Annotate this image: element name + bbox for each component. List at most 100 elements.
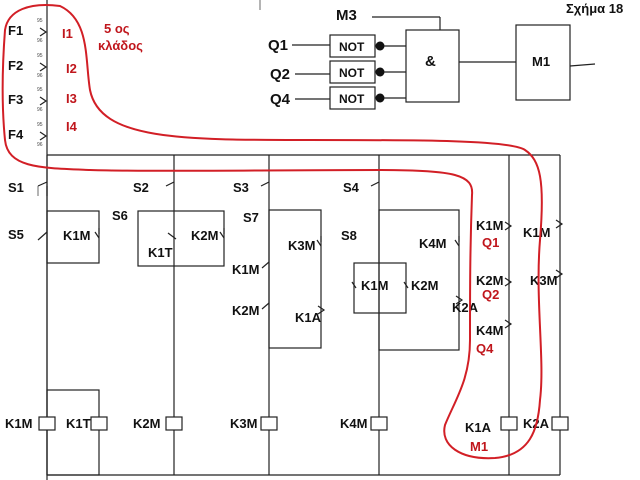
svg-text:96: 96 [37,142,43,148]
logic-top-label: M3 [336,7,357,24]
logic-input-q1: Q1 [268,37,288,54]
svg-text:95: 95 [37,18,43,24]
stop-button-label-s6: S6 [112,208,128,223]
nc-contact-f1 [39,27,48,37]
coil-k1m [38,416,56,431]
not-gate-1 [329,34,376,58]
start-button-s1 [37,181,48,196]
nc-contact-k1m-b5 [504,221,513,231]
coil-label-k4m: K4M [340,416,367,431]
fuse-label-f2: F2 [8,58,23,73]
start-button-label-s2: S2 [133,180,149,195]
nc-contact-k1m-b6 [555,219,564,229]
branch-5: K1M Q1 K2M Q2 K4M Q4 K1A M1 [465,155,518,475]
branch-2: S2 S6 K1T K2M K2M [112,155,225,475]
nc-contact-k4m-b5 [504,319,513,329]
nc-contact-f2 [39,62,48,72]
branch-6: K1M K3M K2A [523,155,569,475]
contact-label-k1m-b6: K1M [523,225,550,240]
nc-contact-f3 [39,96,48,106]
logic-section: M3 Σχήμα 18 Q1 Q2 Q4 NOT NOT NOT & M1 [268,1,623,110]
start-button-label-s4: S4 [343,180,360,195]
fuse-label-f4: F4 [8,127,24,142]
aux-contact-k4m [454,236,460,247]
stop-button-label-s8: S8 [341,228,357,243]
interlock-contact-k2m-b3 [261,302,270,310]
red-label-q4: Q4 [476,341,494,356]
interlock-contact-k1m-b4 [351,281,357,289]
coil-k2m [165,416,183,431]
start-button-s2 [165,181,175,187]
nc-contact-f4 [39,131,48,141]
stop-button-label-s7: S7 [243,210,259,225]
start-button-label-s3: S3 [233,180,249,195]
not-gate-2 [329,60,376,84]
output-m1-box [515,24,571,101]
coil-k1t [90,416,108,431]
and-gate [405,29,460,103]
logic-input-q4: Q4 [270,91,291,108]
nc-contact-k3m-b6 [555,269,564,279]
contact-label-k3m-b6: K3M [530,273,557,288]
svg-text:96: 96 [37,38,43,44]
coil-k1a [500,416,518,431]
coil-parallel-loop-1 [46,389,100,476]
self-hold-loop-3 [268,209,322,349]
branch-1: S1 S5 K1M K1M K1T [5,155,108,476]
aux-contact-k1m [94,228,100,239]
fuse-red-label-i1: I1 [62,26,73,41]
coil-label-k2m: K2M [133,416,160,431]
interlock-label-k2m-b3: K2M [232,303,259,318]
interlock-label-k1a: K1A [295,310,322,325]
self-hold-loop-4 [378,209,460,351]
contact-label-k2m-b5: K2M [476,273,503,288]
start-button-s3 [260,181,270,187]
not-bubble-1 [375,41,385,51]
not-gate-3 [329,86,376,110]
interlock-contact-k2m-b4 [403,281,409,289]
interlock-loop-4 [353,262,407,314]
stop-button-label-s5: S5 [8,227,24,242]
interlock-contact-k2a [455,295,464,305]
fuse-label-f3: F3 [8,92,23,107]
svg-text:96: 96 [37,73,43,79]
svg-text:95: 95 [37,122,43,128]
svg-text:95: 95 [37,87,43,93]
not-gate-2-label: NOT [339,66,365,80]
fuse-red-label-i4: I4 [66,119,78,134]
coil-label-k1m: K1M [5,416,32,431]
interlock-label-k1m-b4: K1M [361,278,388,293]
coil-k2a [551,416,569,431]
contact-label-k4m-b5: K4M [476,323,503,338]
aux-contact-label-k2m: K2M [191,228,218,243]
branch-3: S3 S7 K3M K1M K2M K1A K3M [230,155,326,475]
coil-label-k3m: K3M [230,416,257,431]
red-label-q1: Q1 [482,235,499,250]
and-gate-label: & [425,53,436,70]
aux-contact-k3m [316,236,322,247]
coil-k3m [260,416,278,431]
red-label-m1: M1 [470,439,488,454]
svg-text:95: 95 [37,53,43,59]
self-hold-loop-2 [137,210,225,267]
interlock-label-k2a: K2A [452,300,479,315]
red-label-q2: Q2 [482,287,499,302]
red-annotation-outline [1,4,543,460]
figure-caption: Σχήμα 18 [566,1,623,16]
stop-button-s5 [37,231,48,241]
branch-note-line1: 5 ος [104,21,130,36]
not-gate-3-label: NOT [339,92,365,106]
not-gate-1-label: NOT [339,40,365,54]
nc-contact-k2m-b5 [504,277,513,287]
branch-note-line2: κλάδος [98,38,143,53]
not-bubble-2 [375,67,385,77]
interlock-label-k2m-b4: K2M [411,278,438,293]
aux-contact-k2m [219,228,225,239]
fuse-label-f1: F1 [8,23,23,38]
fuse-red-label-i2: I2 [66,61,77,76]
timer-contact-k1t [167,232,177,240]
interlock-label-k1m-b3: K1M [232,262,259,277]
not-bubble-3 [375,93,385,103]
